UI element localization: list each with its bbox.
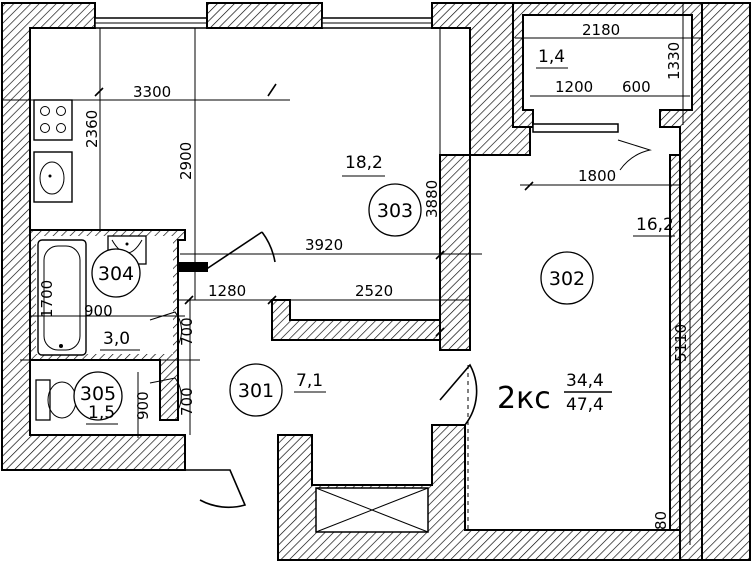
room-302-number: 302 xyxy=(549,268,585,290)
kitchen-stove xyxy=(33,99,73,141)
dim-2360: 2360 xyxy=(83,110,101,148)
room-304-area: 3,0 xyxy=(103,329,130,349)
dim-1200: 1200 xyxy=(555,78,593,96)
room-304-number: 304 xyxy=(98,263,134,285)
dim-700-lower: 700 xyxy=(178,387,196,416)
dim-1280: 1280 xyxy=(208,282,246,300)
dim-600: 600 xyxy=(622,78,651,96)
dim-1330: 1330 xyxy=(665,42,683,80)
dim-1800: 1800 xyxy=(578,167,616,185)
dim-2900: 2900 xyxy=(177,142,195,180)
dim-80: 80 xyxy=(652,511,670,530)
room-302-area: 16,2 xyxy=(636,215,674,235)
room-302-marker xyxy=(540,251,594,305)
dim-900-top: 900 xyxy=(84,302,113,320)
dim-2520: 2520 xyxy=(355,282,393,300)
wall-top-middle xyxy=(206,2,323,29)
room-303-marker xyxy=(368,183,422,237)
room-301-area: 7,1 xyxy=(296,371,323,391)
living-area: 34,4 xyxy=(566,371,604,391)
balcony-window xyxy=(532,123,619,133)
room-301-number: 301 xyxy=(238,380,274,402)
dim-5110: 5110 xyxy=(672,324,690,362)
dim-1700: 1700 xyxy=(38,280,56,318)
total-area: 47,4 xyxy=(566,395,604,415)
balcony-area: 1,4 xyxy=(538,47,565,67)
dim-3920: 3920 xyxy=(305,236,343,254)
wall-balcony xyxy=(512,2,703,561)
room-305-marker xyxy=(73,371,123,421)
room-305-area: 1,5 xyxy=(88,403,115,423)
kitchen-sink xyxy=(33,151,73,203)
room-302-floor xyxy=(475,160,668,525)
dim-700-upper: 700 xyxy=(178,317,196,346)
wall-right xyxy=(701,2,751,561)
balcony-floor xyxy=(528,20,686,105)
room-301-marker xyxy=(229,363,283,417)
bathtub xyxy=(37,239,87,356)
wall-partition-303 xyxy=(271,299,441,341)
doors xyxy=(149,139,652,509)
dim-3880: 3880 xyxy=(423,180,441,218)
dim-2180: 2180 xyxy=(582,21,620,39)
room-303-number: 303 xyxy=(377,200,413,222)
dim-900-side: 900 xyxy=(134,391,152,420)
wall-stub xyxy=(178,262,208,272)
toilet xyxy=(35,379,77,421)
dim-3300: 3300 xyxy=(133,83,171,101)
room-304-marker xyxy=(91,248,141,298)
dimension-lines xyxy=(2,3,702,545)
room-305-number: 305 xyxy=(80,383,116,405)
apartment-type: 2кс xyxy=(497,381,551,416)
room-303-area: 18,2 xyxy=(345,153,383,173)
wall-top-left xyxy=(1,2,186,471)
